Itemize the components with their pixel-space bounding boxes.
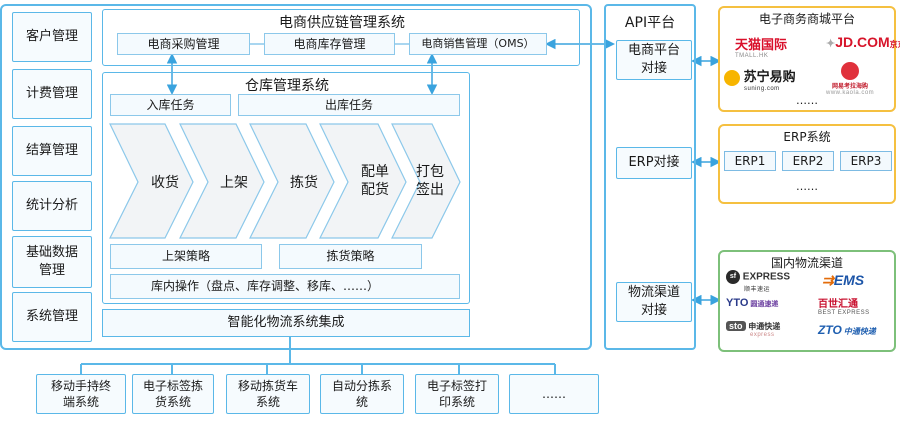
api-ecommerce[interactable]: 电商平台 对接: [616, 40, 692, 80]
sidebar-item-settlement[interactable]: 结算管理: [12, 126, 92, 176]
step-picking-label: 拣货: [290, 175, 318, 191]
inbound-task[interactable]: 入库任务: [110, 94, 231, 116]
supply-chain-section: 电商供应链管理系统: [102, 9, 580, 66]
ems-logo: ⇉EMS: [822, 272, 865, 288]
warehouse-section: 仓库管理系统: [102, 72, 470, 304]
chevron-assign: [319, 123, 407, 239]
erp-title: ERP系统: [783, 130, 831, 144]
logistics-integration[interactable]: 智能化物流系统集成: [102, 309, 470, 337]
api-erp[interactable]: ERP对接: [616, 147, 692, 179]
module-inventory[interactable]: 电商库存管理: [264, 33, 395, 55]
step-assign-label: 配单 配货: [361, 164, 389, 199]
step-pack-label: 打包 签出: [416, 164, 444, 199]
module-sales-oms[interactable]: 电商销售管理（OMS）: [409, 33, 547, 55]
sidebar-item-customer[interactable]: 客户管理: [12, 12, 92, 62]
ecommerce-title: 电子商务商城平台: [758, 12, 855, 26]
device-handheld[interactable]: 移动手持终 端系统: [36, 374, 126, 414]
main-system-frame: [0, 4, 592, 350]
erp-item-3[interactable]: ERP3: [840, 151, 892, 171]
device-more: ……: [509, 374, 599, 414]
chevron-receive: [109, 123, 194, 239]
step-putaway-label: 上架: [220, 175, 248, 191]
sf-icon: sf: [726, 270, 740, 284]
ecommerce-more: ……: [796, 94, 818, 107]
process-chevrons: [109, 123, 461, 239]
sto-icon: sto: [726, 321, 746, 331]
internal-operations[interactable]: 库内操作（盘点、库存调整、移库、……）: [110, 274, 460, 299]
erp-item-2[interactable]: ERP2: [782, 151, 834, 171]
device-e-label-print[interactable]: 电子标签打 印系统: [415, 374, 499, 414]
api-logistics[interactable]: 物流渠道 对接: [616, 282, 692, 322]
logistics-panel: [718, 250, 896, 352]
device-e-label-picking[interactable]: 电子标签拣 货系统: [132, 374, 214, 414]
sidebar-item-system[interactable]: 系统管理: [12, 292, 92, 342]
chevron-picking: [249, 123, 335, 239]
sidebar-item-billing[interactable]: 计费管理: [12, 69, 92, 119]
jd-dog-icon: ✦: [826, 38, 836, 50]
outbound-task[interactable]: 出库任务: [238, 94, 460, 116]
erp-item-1[interactable]: ERP1: [724, 151, 776, 171]
suning-lion-icon: [724, 69, 740, 86]
sidebar-item-base-data[interactable]: 基础数据 管理: [12, 236, 92, 288]
kaola-icon: [841, 62, 859, 80]
device-mobile-cart[interactable]: 移动拣货车 系统: [226, 374, 310, 414]
logistics-title: 国内物流渠道: [770, 256, 843, 270]
warehouse-title: 仓库管理系统: [245, 78, 329, 94]
step-receive-label: 收货: [151, 175, 179, 191]
erp-more: ……: [796, 180, 818, 193]
sidebar: 客户管理 计费管理 结算管理 统计分析 基础数据 管理 系统管理: [12, 12, 92, 342]
api-platform-frame: [604, 4, 696, 350]
jd-logo: ✦JD.COM京东: [826, 34, 900, 50]
picking-strategy[interactable]: 拣货策略: [279, 244, 422, 269]
ecommerce-panel: [718, 6, 896, 112]
device-auto-sort[interactable]: 自动分拣系 统: [320, 374, 404, 414]
module-purchase[interactable]: 电商采购管理: [117, 33, 250, 55]
chevron-pack: [391, 123, 461, 239]
chevron-putaway: [179, 123, 265, 239]
putaway-strategy[interactable]: 上架策略: [110, 244, 262, 269]
api-platform-title: API平台: [624, 15, 676, 31]
supply-chain-title: 电商供应链管理系统: [279, 15, 405, 31]
sidebar-item-statistics[interactable]: 统计分析: [12, 181, 92, 231]
